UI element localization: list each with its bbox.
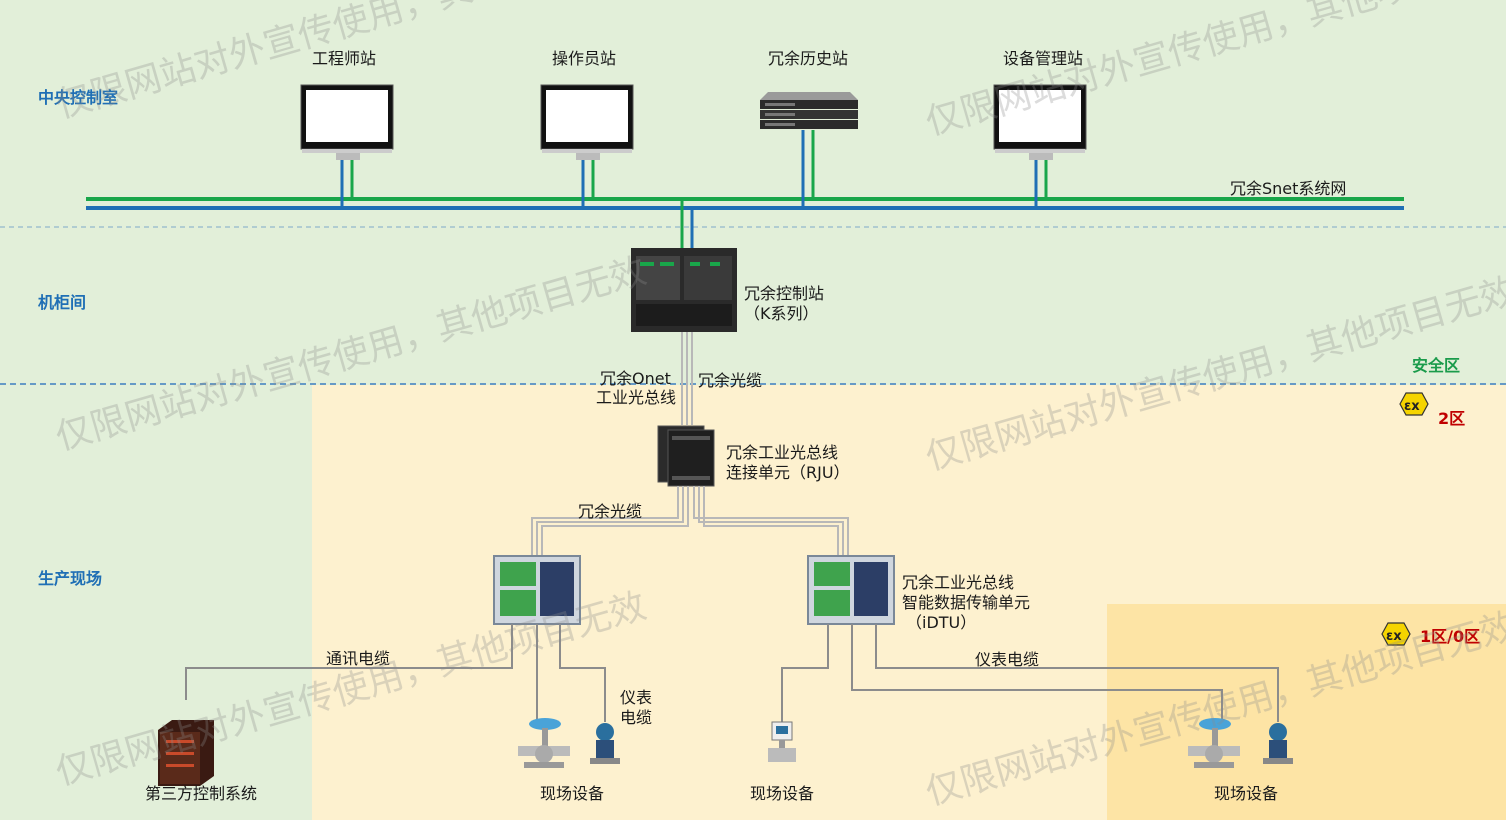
onet-label-line2: 工业光总线 (596, 388, 676, 407)
onet-label-line1: 冗余Onet (600, 369, 671, 388)
fiber-to-idtu (531, 486, 849, 560)
control-valve-icon (1188, 718, 1240, 768)
rju-label-line1: 冗余工业光总线 (726, 443, 838, 462)
idtu-left (493, 555, 581, 625)
zone1-0-label: 1区/0区 (1420, 627, 1480, 646)
ex-zone1-0-marker: εx 1区/0区 (1381, 622, 1480, 646)
pressure-transmitter-icon (1263, 723, 1293, 764)
instr-cable-right: 仪表电缆 (975, 650, 1039, 669)
field-device-label-c: 现场设备 (1214, 784, 1278, 803)
instr-cable-left-line2: 电缆 (620, 708, 652, 727)
third-party-system: 第三方控制系统 (145, 720, 257, 803)
field-device-group-b: 现场设备 (750, 721, 814, 803)
pressure-transmitter-icon (590, 723, 620, 764)
fiber-label-top: 冗余光缆 (698, 371, 762, 390)
field-device-group-c: 现场设备 (1188, 718, 1293, 803)
zone1-0-bg (1107, 604, 1506, 820)
idtu-label-line1: 冗余工业光总线 (902, 573, 1014, 592)
third-party-label: 第三方控制系统 (145, 784, 257, 803)
ex-hexagon-icon (1381, 622, 1411, 646)
fiber-label-mid: 冗余光缆 (578, 502, 642, 521)
operator-station-label: 操作员站 (552, 49, 616, 68)
asset-management-station: 设备管理站 (993, 49, 1087, 160)
ex-hexagon-icon (1399, 392, 1429, 416)
instr-cable-left-line1: 仪表 (620, 688, 652, 707)
ex-symbol-text: εx (1404, 399, 1420, 414)
flowmeter-icon (768, 721, 796, 762)
ex-zone2-marker: εx 2区 (1399, 392, 1465, 428)
ex-symbol-text: εx (1386, 629, 1402, 644)
zone-label-cabinet-room: 机柜间 (38, 293, 86, 312)
safe-area-label: 安全区 (1412, 356, 1460, 375)
history-station: 冗余历史站 (760, 49, 858, 129)
comm-cable-label: 通讯电缆 (326, 649, 390, 668)
rju-label-line2: 连接单元（RJU） (726, 463, 850, 482)
zone2-label: 2区 (1438, 409, 1465, 428)
idtu-label-line2: 智能数据传输单元 (902, 593, 1030, 612)
controller-label-line2: （K系列） (744, 304, 819, 323)
server-icon (760, 92, 858, 129)
rju-unit: 冗余工业光总线 连接单元（RJU） (657, 425, 850, 487)
field-device-group-a: 现场设备 (518, 718, 620, 803)
redundant-controller: 冗余控制站 （K系列） (631, 248, 824, 332)
history-station-label: 冗余历史站 (768, 49, 848, 68)
idtu-label-line3: （iDTU） (906, 613, 976, 632)
engineer-station-label: 工程师站 (312, 49, 376, 68)
field-cables (185, 624, 1279, 722)
zone-label-field: 生产现场 (38, 569, 102, 588)
field-device-label-b: 现场设备 (750, 784, 814, 803)
zone-label-control-room: 中央控制室 (38, 88, 118, 107)
server-rack-icon (158, 720, 214, 786)
snet-label: 冗余Snet系统网 (1230, 179, 1346, 198)
idtu-right: 冗余工业光总线 智能数据传输单元 （iDTU） (807, 555, 1030, 632)
field-device-label-a: 现场设备 (540, 784, 604, 803)
onet-fiber-trunk (681, 332, 693, 425)
asset-station-label: 设备管理站 (1003, 49, 1083, 68)
control-valve-icon (518, 718, 570, 768)
engineer-station: 工程师站 (300, 49, 394, 160)
operator-station: 操作员站 (540, 49, 634, 160)
controller-label-line1: 冗余控制站 (744, 284, 824, 303)
workstation-drops (340, 130, 1048, 250)
